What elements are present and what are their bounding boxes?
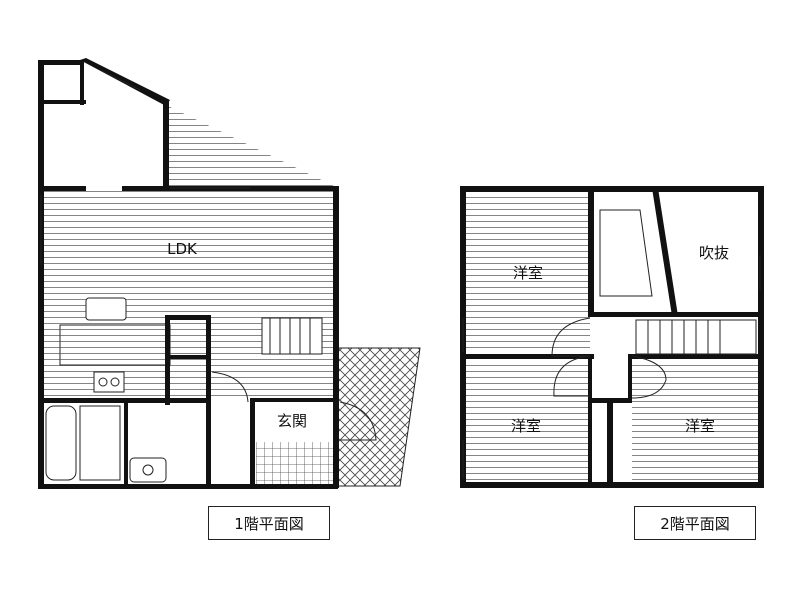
wall <box>38 60 84 65</box>
room-label-genkan: 玄関 <box>277 412 307 430</box>
stairs-floor2 <box>635 319 757 355</box>
porch-tiles <box>337 347 421 487</box>
door-swing <box>211 371 249 403</box>
wall <box>588 354 592 484</box>
window <box>99 69 141 91</box>
wall <box>460 354 594 359</box>
floor1-plan: LDK 玄関 <box>38 58 421 489</box>
wall <box>333 186 339 488</box>
wall <box>124 398 128 488</box>
room-label-youshitsu-top: 洋室 <box>513 264 543 282</box>
stairs-floor1 <box>261 317 323 355</box>
room-label-fukinuke: 吹抜 <box>699 244 729 262</box>
floor2-caption: 2階平面図 <box>634 506 756 540</box>
wall <box>38 100 86 104</box>
wall <box>206 315 211 485</box>
ldk-flooring <box>44 190 334 400</box>
wall <box>607 398 613 488</box>
wall <box>163 100 169 190</box>
wall <box>588 186 594 316</box>
wall <box>758 186 764 488</box>
door-swing <box>631 355 667 399</box>
wall <box>588 312 764 317</box>
room-label-youshitsu-bl: 洋室 <box>511 417 541 435</box>
genkan-floor-tiles <box>256 442 336 484</box>
wall <box>632 354 764 359</box>
floor2-plan: 洋室 吹抜 洋室 洋室 <box>460 186 764 488</box>
wall <box>38 484 338 489</box>
youshitsu-top-flooring <box>466 192 590 352</box>
wall <box>652 188 678 316</box>
room-label-ldk: LDK <box>167 240 198 258</box>
room-label-youshitsu-br: 洋室 <box>685 417 715 435</box>
closet-outline <box>599 209 653 297</box>
wall <box>250 398 338 402</box>
wall <box>165 355 211 359</box>
washbasin <box>129 457 167 483</box>
washbasin-drain <box>142 464 154 476</box>
wall <box>38 398 208 403</box>
wall <box>38 60 44 488</box>
floor1-caption: 1階平面図 <box>208 506 330 540</box>
door-swing <box>553 355 591 397</box>
kitchen-counter-flooring <box>60 325 170 365</box>
stove <box>93 371 125 393</box>
wall <box>165 315 211 320</box>
deck-flooring <box>168 106 334 186</box>
kitchen-sink <box>85 297 127 321</box>
wall <box>80 60 84 105</box>
wall <box>250 398 255 488</box>
youshitsu-br-flooring <box>632 362 758 482</box>
youshitsu-bl-flooring <box>466 362 590 482</box>
wall <box>38 186 86 191</box>
door-swing <box>551 317 591 357</box>
stove-burner <box>110 377 120 387</box>
wall <box>460 186 764 192</box>
wall <box>165 315 170 405</box>
wall <box>628 354 632 402</box>
door-swing <box>339 401 377 441</box>
bathroom-floor <box>79 405 121 481</box>
bathtub <box>45 405 77 481</box>
stove-burner <box>98 377 108 387</box>
